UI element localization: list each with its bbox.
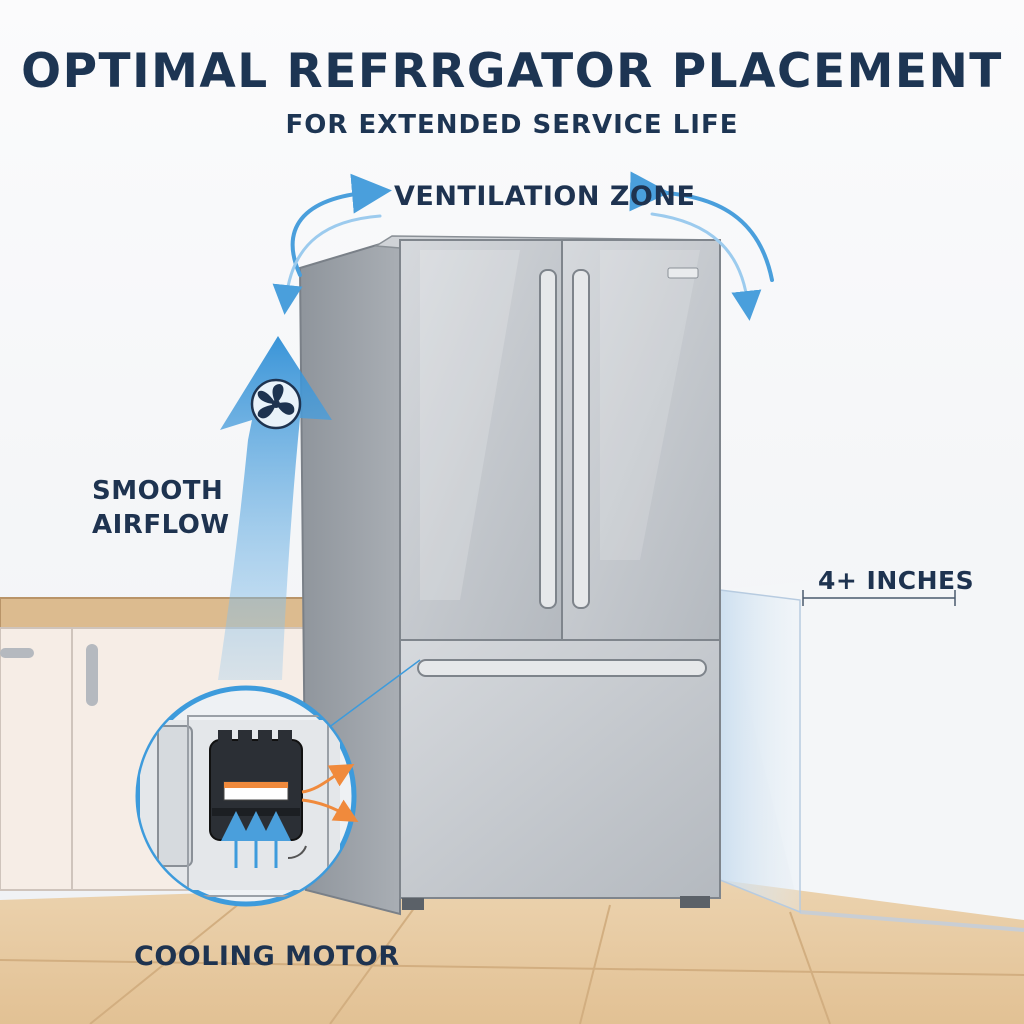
floor-boards [0, 894, 1024, 1024]
floor [0, 880, 1024, 1024]
clearance-zone [719, 589, 801, 914]
cool-air-arrows [221, 811, 291, 868]
left-door-handle [539, 269, 557, 609]
inset-leader-line [327, 659, 421, 729]
control-panel [667, 267, 699, 279]
cabinet-left [0, 627, 73, 891]
airflow-label-line1: SMOOTH [92, 476, 224, 506]
door-reflection-2 [600, 250, 700, 560]
airflow-arrow [218, 336, 332, 680]
fridge-foot-left [402, 898, 424, 910]
smooth-airflow-label: SMOOTH AIRFLOW [92, 474, 230, 542]
ventilation-zone-label: VENTILATION ZONE [394, 181, 696, 212]
cooling-motor-icon [209, 730, 303, 841]
airflow-label-line2: AIRFLOW [92, 510, 230, 540]
freezer-handle [417, 659, 707, 677]
cooling-motor-label: COOLING MOTOR [134, 941, 400, 972]
cabinet-handle-left [0, 648, 34, 658]
fridge-left-door [399, 239, 563, 641]
page-subtitle: FOR EXTENDED SERVICE LIFE [285, 110, 739, 140]
heat-arrow [301, 764, 359, 822]
freezer-drawer [399, 639, 721, 899]
cabinet-handle-right [86, 644, 98, 706]
cooling-motor-inset [135, 685, 359, 907]
right-door-handle [572, 269, 590, 609]
page-title: OPTIMAL REFRRGATOR PLACEMENT [21, 44, 1003, 99]
fan-icon [250, 378, 302, 430]
door-reflection [420, 250, 520, 600]
fridge-foot-right [680, 896, 710, 908]
baseboard [799, 910, 1024, 932]
ventilation-arrow [272, 171, 774, 321]
motor-cable [287, 845, 307, 859]
clearance-label: 4+ INCHES [818, 566, 975, 595]
clearance-dimension-line [802, 590, 956, 606]
